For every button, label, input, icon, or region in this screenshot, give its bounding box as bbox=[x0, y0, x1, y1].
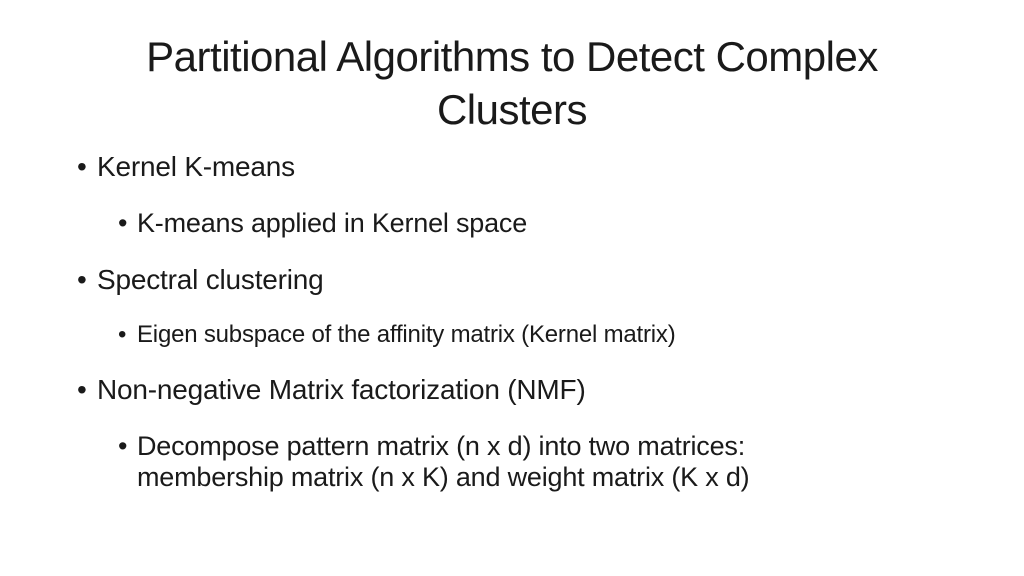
bullet-icon: • bbox=[77, 264, 87, 295]
bullet-item-kernel-kmeans: • Kernel K-means bbox=[77, 151, 957, 183]
bullet-icon: • bbox=[77, 151, 87, 182]
bullet-text: K-means applied in Kernel space bbox=[137, 208, 528, 238]
bullet-item-spectral-clustering: • Spectral clustering bbox=[77, 264, 957, 296]
bullet-item-nmf: • Non-negative Matrix factorization (NMF… bbox=[77, 374, 957, 406]
bullet-icon: • bbox=[77, 374, 87, 405]
slide-title-line-2: Clusters bbox=[436, 86, 588, 133]
bullet-icon: • bbox=[118, 208, 128, 238]
slide-title: Partitional Algorithms to Detect Complex… bbox=[92, 30, 932, 136]
bullet-text: Spectral clustering bbox=[97, 264, 324, 295]
sub-bullet-item-eigen-subspace: • Eigen subspace of the affinity matrix … bbox=[118, 321, 957, 349]
bullet-text: Non-negative Matrix factorization (NMF) bbox=[97, 374, 586, 405]
slide-title-line-1: Partitional Algorithms to Detect Complex bbox=[146, 33, 878, 80]
bullet-text: Kernel K-means bbox=[97, 151, 295, 182]
bullet-icon: • bbox=[118, 431, 128, 461]
bullet-text: Decompose pattern matrix (n x d) into tw… bbox=[137, 431, 750, 492]
bullet-icon: • bbox=[118, 321, 127, 348]
bullet-text: Eigen subspace of the affinity matrix (K… bbox=[137, 321, 676, 348]
slide-body: • Kernel K-means • K-means applied in Ke… bbox=[77, 151, 957, 518]
sub-bullet-item-decompose-matrix: • Decompose pattern matrix (n x d) into … bbox=[118, 431, 957, 493]
sub-bullet-item-kmeans-kernel-space: • K-means applied in Kernel space bbox=[118, 208, 957, 239]
